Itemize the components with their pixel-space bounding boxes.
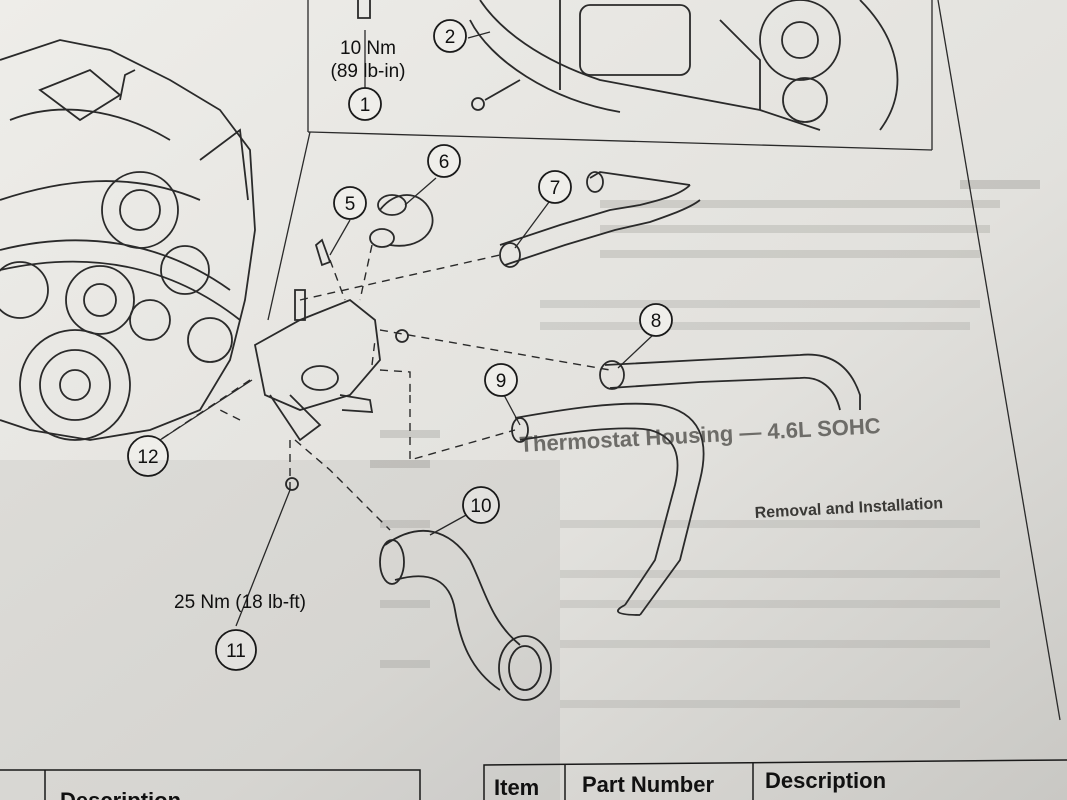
engine-illustration xyxy=(0,39,256,441)
torque-spec-top-nm: 10 Nm xyxy=(340,38,396,59)
left-table-description-header: Description xyxy=(60,788,181,800)
col-header-part-number: Part Number xyxy=(582,772,714,797)
inset-illustration xyxy=(469,0,899,131)
left-table-header: Description xyxy=(0,769,421,800)
svg-text:6: 6 xyxy=(439,152,450,173)
callout-6: 6 xyxy=(427,144,461,178)
thermostat-housing xyxy=(253,289,381,442)
hose-6 xyxy=(369,194,434,248)
callout-2: 2 xyxy=(433,19,467,53)
svg-text:1: 1 xyxy=(360,95,371,116)
svg-text:12: 12 xyxy=(137,447,158,468)
hose-10 xyxy=(379,529,552,701)
faint-text-column xyxy=(370,180,1040,708)
figure-frame xyxy=(267,0,1061,721)
callout-5: 5 xyxy=(333,186,367,220)
callout-9: 9 xyxy=(484,363,518,397)
svg-text:8: 8 xyxy=(651,311,662,332)
hose-9 xyxy=(511,402,705,616)
leader-lines xyxy=(159,30,655,627)
callout-11: 11 xyxy=(215,629,257,671)
shadow-overlay xyxy=(0,460,560,800)
svg-text:7: 7 xyxy=(550,178,561,199)
col-header-item: Item xyxy=(494,775,539,800)
torque-spec-top-imperial: (89 lb-in) xyxy=(331,61,406,82)
hose-7 xyxy=(499,171,701,268)
assembly-lines xyxy=(159,244,611,531)
callout-12: 12 xyxy=(127,435,169,477)
col-header-description: Description xyxy=(765,768,886,793)
svg-text:5: 5 xyxy=(345,194,356,215)
bolts xyxy=(285,0,409,491)
callout-10: 10 xyxy=(462,486,500,524)
svg-text:10: 10 xyxy=(470,496,491,517)
hose-8 xyxy=(599,353,861,411)
parts-table-header: Item Part Number Description xyxy=(483,759,1067,800)
callout-7: 7 xyxy=(538,170,572,204)
callout-8: 8 xyxy=(639,303,673,337)
torque-spec-bottom: 25 Nm (18 lb-ft) xyxy=(174,592,306,613)
callout-1: 1 xyxy=(348,87,382,121)
svg-text:11: 11 xyxy=(226,641,246,662)
svg-text:9: 9 xyxy=(496,371,507,392)
svg-text:2: 2 xyxy=(445,27,456,48)
